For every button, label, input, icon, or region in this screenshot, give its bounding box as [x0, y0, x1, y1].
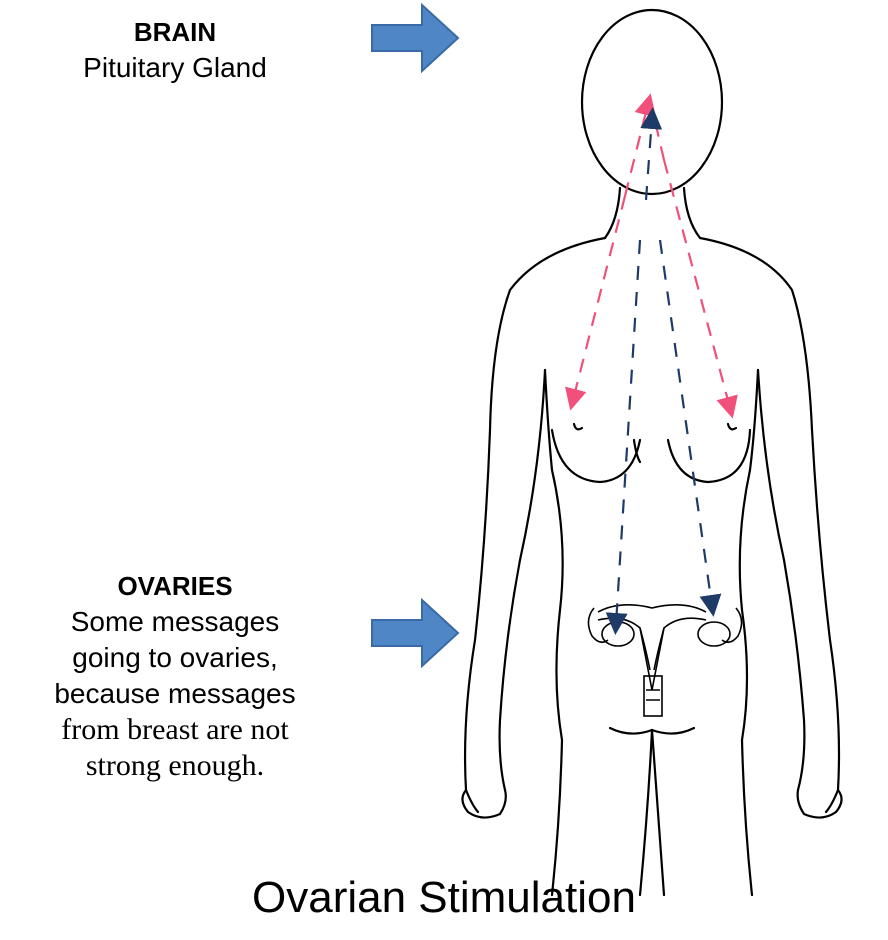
torso-right-outline [740, 370, 758, 895]
pink-signal-arrows [573, 104, 730, 408]
navy-arrow-right-down [660, 240, 712, 606]
brain-subtitle: Pituitary Gland [30, 50, 320, 86]
brain-title: BRAIN [30, 14, 320, 50]
right-arm-outline [700, 238, 839, 812]
right-hand [798, 790, 842, 818]
ovaries-label: OVARIES Some messages going to ovaries, … [10, 568, 340, 784]
diagram-caption: Ovarian Stimulation [0, 868, 888, 928]
right-breast [668, 430, 750, 482]
ovaries-line-2: going to ovaries, [10, 640, 340, 676]
torso-left-outline [545, 370, 563, 895]
ovaries-line-5: strong enough. [10, 748, 340, 784]
neck-outline [605, 188, 620, 238]
left-arm-outline [465, 238, 605, 812]
navy-arrow-up [646, 118, 652, 200]
body-figure [440, 0, 888, 900]
left-ovary [602, 622, 634, 646]
uterus-illustration [588, 605, 741, 716]
ovaries-line-4: from breast are not [10, 712, 340, 748]
head-outline [582, 10, 722, 194]
pink-arrow-left-down [573, 196, 625, 400]
navy-signal-arrows [616, 118, 712, 624]
ovaries-line-3: because messages [10, 676, 340, 712]
left-hand [462, 790, 505, 818]
navy-arrow-left-down [616, 240, 640, 624]
ovaries-title: OVARIES [10, 568, 340, 604]
pink-arrow-right-down [664, 160, 730, 408]
brain-label: BRAIN Pituitary Gland [30, 14, 320, 86]
ovaries-line-1: Some messages [10, 604, 340, 640]
pink-arrow-left-up [625, 104, 648, 196]
